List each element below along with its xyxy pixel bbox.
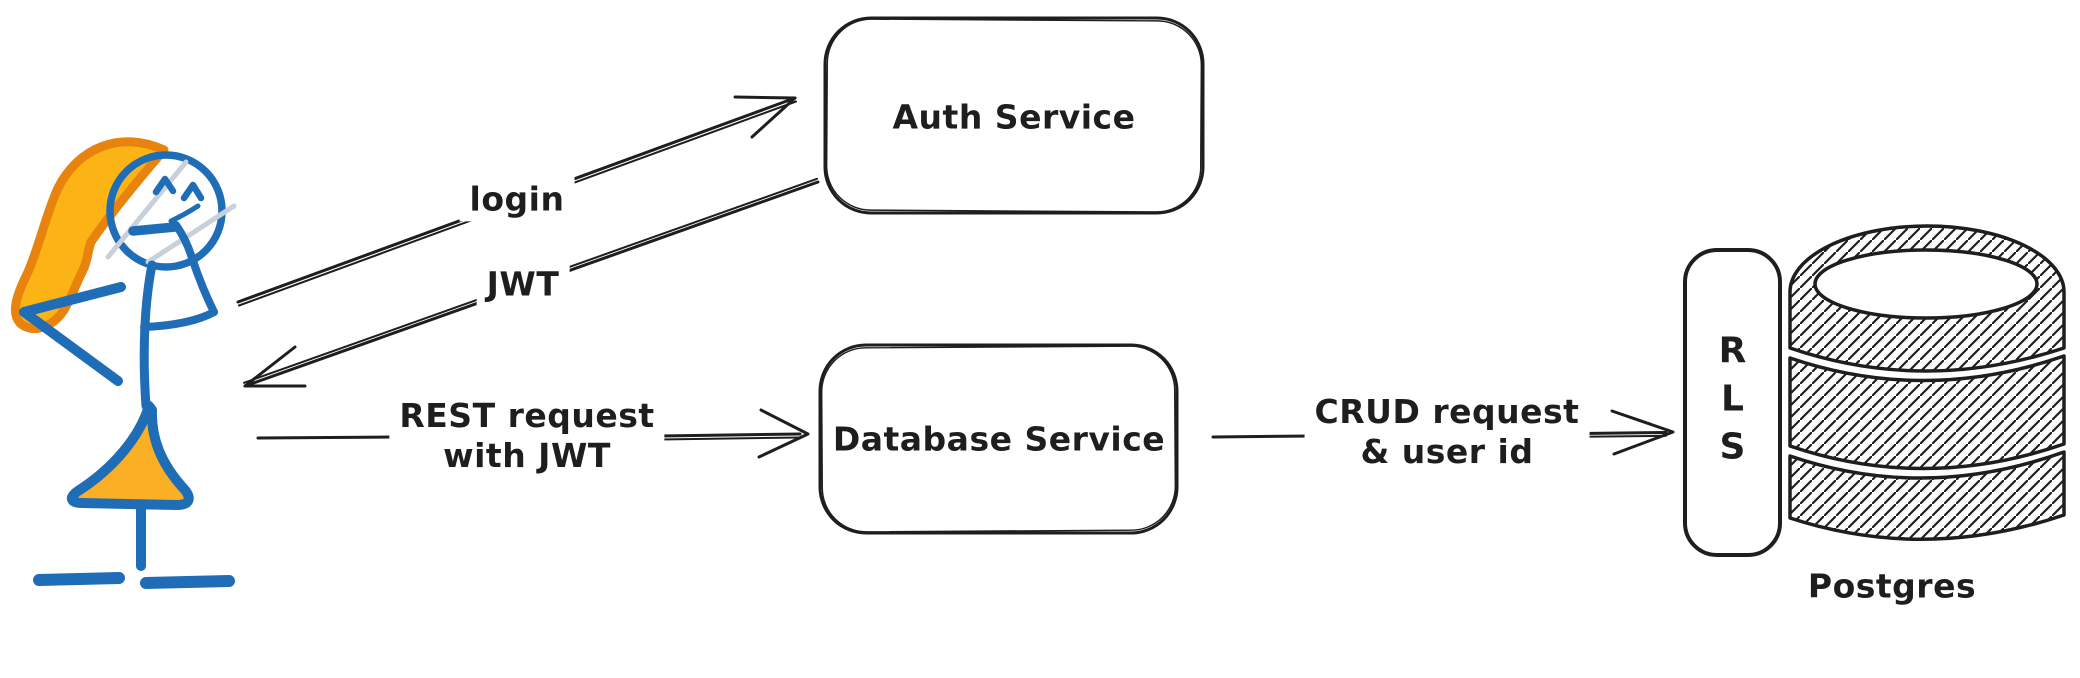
- rls-label: R L S: [1719, 328, 1748, 473]
- postgres-cylinder: [1788, 224, 2066, 542]
- user-hand-chin: [128, 222, 180, 236]
- user-body: [139, 260, 157, 411]
- crud-edge-label-line2: & user id: [1360, 432, 1534, 471]
- database-service-box: [818, 343, 1179, 535]
- rest-edge-label: REST request with JWT: [389, 393, 665, 479]
- user-figure: [11, 137, 237, 589]
- rls-letter-r: R: [1718, 330, 1748, 372]
- user-hip-arm: [19, 282, 126, 386]
- rest-edge-label-line2: with JWT: [443, 436, 611, 475]
- auth-service-label: Auth Service: [892, 97, 1136, 137]
- crud-edge-label-line1: CRUD request: [1314, 391, 1580, 431]
- crud-edge-label: CRUD request & user id: [1304, 389, 1590, 475]
- crud-arrow: [1211, 409, 1675, 456]
- user-skirt: [66, 401, 194, 510]
- rest-edge-label-line1: REST request: [399, 395, 655, 435]
- service-boxes: [818, 16, 1782, 557]
- jwt-edge-label: JWT: [476, 261, 570, 307]
- face-streak-lines: [105, 159, 237, 265]
- cylinder-band-middle: [1788, 354, 2066, 471]
- database-service-label: Database Service: [832, 419, 1166, 459]
- rest-arrow: [256, 408, 810, 459]
- rls-letter-s: S: [1719, 427, 1747, 469]
- user-forearm: [172, 221, 218, 316]
- user-hair: [11, 137, 169, 333]
- rls-box: [1683, 248, 1782, 557]
- user-smile: [168, 203, 201, 224]
- postgres-label: Postgres: [1807, 566, 1977, 606]
- login-edge-label: login: [459, 176, 575, 222]
- cylinder-band-bottom: [1788, 450, 2066, 542]
- user-feet: [33, 572, 235, 589]
- auth-service-box: [823, 16, 1205, 215]
- user-eyes: [152, 175, 205, 202]
- user-upper-arm: [140, 308, 218, 331]
- cylinder-top-opening: [1813, 248, 2039, 320]
- rls-letter-l: L: [1721, 378, 1745, 420]
